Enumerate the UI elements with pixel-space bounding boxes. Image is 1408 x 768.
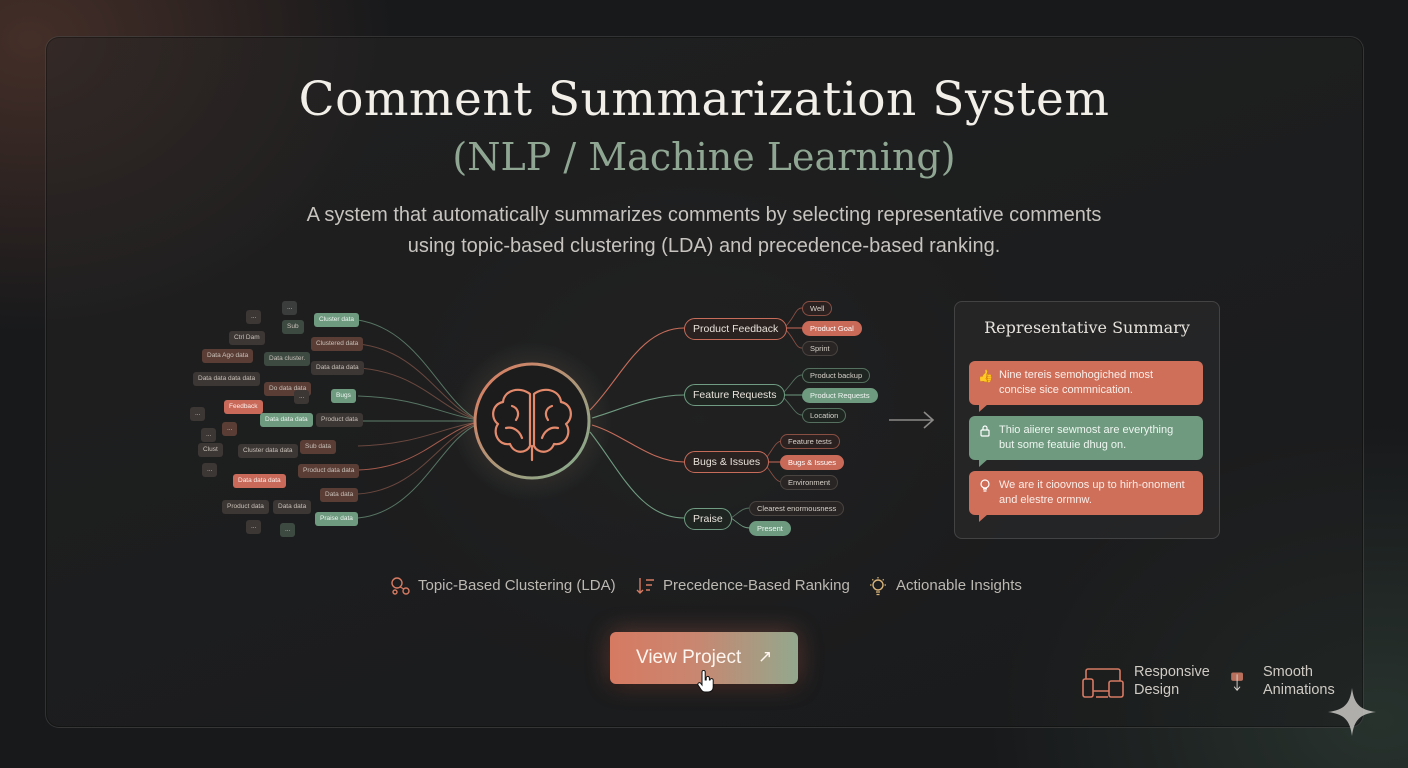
summary-card-line: Thio aiierer sewmost are everything (999, 424, 1174, 436)
comment-bubble: Product data data (298, 464, 360, 478)
thumbs-up-icon: 👍 (978, 369, 993, 383)
comment-bubble: Data data data data (193, 372, 261, 386)
leaf-connectors (730, 307, 803, 529)
topic-leaf: Product Goal (802, 321, 862, 336)
devices-icon (1082, 668, 1124, 698)
comment-bubble: Ctrl Dam (229, 331, 265, 345)
brain-icon (492, 388, 572, 462)
topic-leaf: Bugs & Issues (780, 455, 844, 470)
comment-bubble: Clustered data (311, 337, 364, 351)
comment-bubble: Feedback (224, 400, 263, 414)
summary-title: Representative Summary (984, 318, 1190, 337)
description-line: A system that automatically summarizes c… (306, 204, 1102, 226)
topic-leaf: Location (802, 408, 847, 423)
description-line: using topic-based clustering (LDA) and p… (407, 235, 1001, 257)
comment-bubble: ... (246, 310, 262, 324)
page-subtitle: (NLP / Machine Learning) (452, 135, 956, 179)
summary-card-line: concise sice commnication. (999, 383, 1133, 396)
comment-bubble: Praise data (315, 512, 358, 526)
summary-card: We are it cioovnos up to hirh-onoment an… (969, 471, 1203, 522)
comment-bubble: Data data data (260, 413, 313, 427)
project-description: A system that automatically summarizes c… (254, 200, 1154, 262)
feature-label: Actionable Insights (896, 577, 1022, 594)
topic-leaf: Feature tests (780, 434, 840, 449)
comment-bubble: Cluster data data (238, 444, 298, 458)
scroll-icon (1231, 672, 1243, 692)
topic-product-feedback[interactable]: Product Feedback (684, 318, 788, 340)
view-project-label: View Project (636, 647, 742, 668)
comment-bubble: Data data data (311, 361, 364, 375)
badge-label: Smooth Animations (1263, 664, 1335, 698)
bulb-icon (978, 479, 992, 493)
badge-label: Responsive Design (1134, 664, 1210, 698)
topic-leaf: Clearest enormousness (749, 501, 845, 516)
summary-card: Thio aiierer sewmost are everything but … (969, 416, 1203, 467)
topic-leaf: Well (802, 301, 833, 316)
comment-bubble: ... (282, 301, 298, 315)
comment-bubble: ... (294, 390, 310, 404)
feature-label: Topic-Based Clustering (LDA) (418, 577, 616, 594)
topic-bugs-issues[interactable]: Bugs & Issues (684, 451, 770, 473)
hand-cursor-icon (697, 670, 714, 693)
cluster-icon (391, 577, 410, 595)
lock-icon (978, 424, 992, 438)
comment-bubble: Cluster data (314, 313, 360, 327)
topic-leaf: Product Requests (802, 388, 878, 403)
summary-card-line: but some featuie dhug on. (999, 438, 1127, 451)
comment-bubble: Data data (273, 500, 312, 514)
summary-card: 👍 Nine tereis semohogiched most concise … (969, 361, 1203, 412)
comment-bubble: ... (201, 428, 217, 442)
topic-leaf: Present (749, 521, 791, 536)
topic-feature-requests[interactable]: Feature Requests (684, 384, 786, 406)
badge-responsive-design: Responsive Design (1082, 662, 1222, 702)
sparkle-icon (1328, 688, 1376, 736)
lightbulb-icon (870, 577, 886, 596)
comment-bubble: ... (222, 422, 238, 436)
brain-ring (473, 362, 591, 480)
summary-card-line: Nine tereis semohogiched most (999, 369, 1154, 381)
summary-card-line: and elestre ormnw. (999, 493, 1092, 506)
topic-leaf: Environment (780, 475, 839, 490)
page-title: Comment Summarization System (298, 72, 1110, 127)
comment-bubble: ... (190, 407, 206, 421)
comment-bubble: ... (280, 523, 296, 537)
comment-bubble: Clust (198, 443, 223, 457)
badge-smooth-animations: Smooth Animations (1230, 662, 1350, 702)
comment-bubble: Data data data (233, 474, 286, 488)
comment-bubble: Sub data (300, 440, 337, 454)
feature-topic-clustering: Topic-Based Clustering (LDA) (390, 576, 620, 596)
comment-bubble: Product data (316, 413, 363, 427)
comment-bubble: Sub (282, 320, 304, 334)
topic-leaf: Sprint (802, 341, 838, 356)
comment-bubble: ... (202, 463, 218, 477)
summary-card-line: We are it cioovnos up to hirh-onoment (999, 479, 1185, 491)
ranking-icon (636, 578, 654, 594)
comment-bubble: Data Ago data (202, 349, 254, 363)
feature-actionable-insights: Actionable Insights (868, 576, 1038, 596)
topic-leaf: Product backup (802, 368, 871, 383)
feature-label: Precedence-Based Ranking (663, 577, 850, 594)
feature-precedence-ranking: Precedence-Based Ranking (635, 576, 855, 596)
arrow-right-icon (889, 411, 935, 429)
comment-bubble: ... (246, 520, 262, 534)
comment-bubble: Bugs (331, 389, 356, 403)
comment-bubble: Product data (222, 500, 269, 514)
external-arrow-icon: ↗ (758, 647, 773, 666)
topic-praise[interactable]: Praise (684, 508, 732, 530)
representative-summary-panel: Representative Summary 👍 Nine tereis sem… (954, 301, 1220, 539)
comment-bubble: Data cluster. (264, 352, 311, 366)
comment-bubble: Data data (320, 488, 359, 502)
